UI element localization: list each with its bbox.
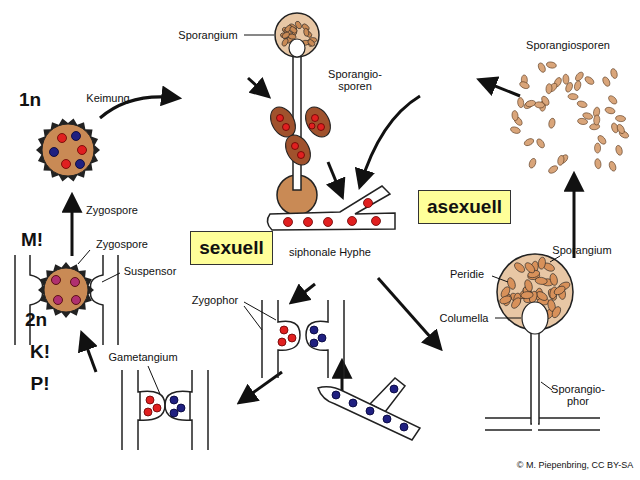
cycle-phase-box: sexuell	[190, 231, 273, 265]
part-label: Gametangium	[108, 351, 177, 363]
part-label: Zygophor	[192, 294, 238, 306]
gametangia	[122, 370, 208, 450]
phase-label: asexuell	[427, 196, 502, 218]
leader-lines	[78, 35, 560, 394]
part-label: Peridie	[450, 268, 484, 280]
blue-hypha	[318, 378, 420, 440]
part-label: Sporangio- sporen	[325, 68, 385, 92]
phase-label: sexuell	[199, 237, 263, 259]
part-label: Sporangio- phor	[550, 383, 606, 407]
part-label: Sporangium	[178, 29, 237, 41]
part-label: Sporangiosporen	[526, 39, 610, 51]
siphonal-hypha	[267, 186, 395, 230]
stage-marker: 1n	[19, 90, 41, 111]
spore-cluster	[510, 61, 630, 175]
zygophores	[262, 300, 344, 378]
part-label: Columella	[440, 312, 489, 324]
part-label: Suspensor	[124, 265, 177, 277]
part-label: Zygospore	[86, 204, 138, 216]
part-label: Keimung	[86, 92, 129, 104]
young-zygospore	[15, 255, 118, 345]
part-label: Sporangium	[552, 244, 611, 256]
stage-marker: K!	[30, 342, 50, 363]
cycle-arrows	[72, 78, 574, 402]
stage-marker: P!	[31, 374, 50, 395]
part-label: siphonale Hyphe	[289, 246, 371, 258]
sporangiospores	[265, 103, 335, 170]
part-label: © M. Piepenbring, CC BY-SA	[517, 461, 633, 471]
mature-zygospore	[36, 118, 100, 181]
stage-marker: M!	[21, 230, 43, 251]
cycle-phase-box: asexuell	[418, 190, 511, 224]
part-label: Zygospore	[96, 238, 148, 250]
stage-marker: 2n	[25, 310, 47, 331]
